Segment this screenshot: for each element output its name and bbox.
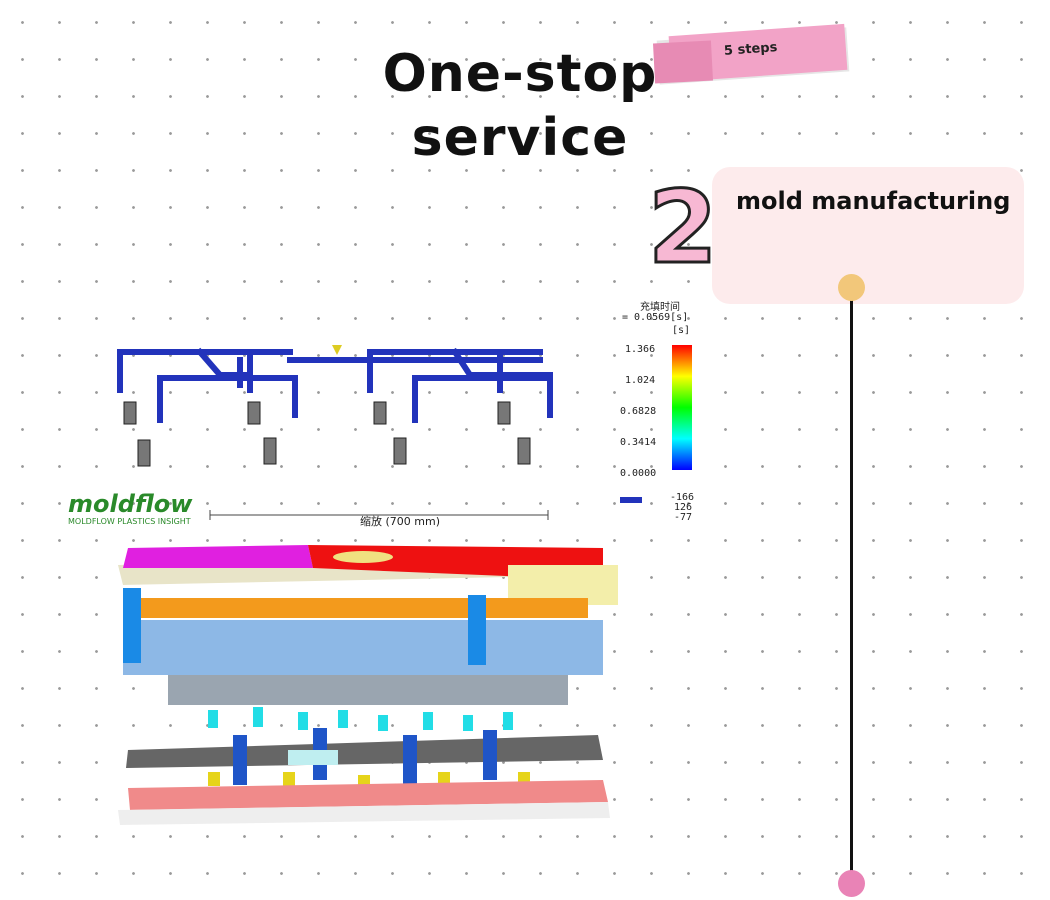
legend-color-scale [672, 345, 692, 470]
ejector-plate [128, 780, 608, 810]
cavity-plate [123, 620, 603, 675]
timeline-dot-bottom [838, 870, 865, 897]
ejector-pins [208, 707, 513, 731]
cooling-insert [288, 750, 338, 765]
legend-tick: 0.6828 [620, 406, 656, 417]
legend-tick: 1.366 [625, 344, 655, 355]
legend-tick: 0.3414 [620, 437, 656, 448]
legend-unit: [s] [672, 325, 690, 336]
bottom-clamp-plate [118, 802, 610, 825]
sprue-bushing [333, 551, 393, 563]
title-line-2: service [411, 108, 629, 168]
legend-title: 充填时间 [640, 300, 680, 313]
fill-time-legend: 充填时间 = 0.0569[s] [s] 1.366 1.024 0.6828 … [620, 300, 694, 523]
tape-end [652, 40, 714, 84]
moldflow-logo: moldflow MOLDFLOW PLASTICS INSIGHT [68, 490, 193, 526]
legend-tick: 1.024 [625, 375, 655, 386]
part-cavities [123, 401, 531, 467]
moldflow-logo-subtitle: MOLDFLOW PLASTICS INSIGHT [68, 517, 191, 526]
moldflow-logo-text: moldflow [68, 490, 193, 518]
page-title: One-stop service [370, 42, 670, 170]
title-line-1: One-stop [382, 44, 658, 104]
timeline-dot-top [838, 274, 865, 301]
guide-block-left [123, 588, 141, 663]
legend-value: = 0.0569[s] [622, 312, 688, 323]
core-plate [126, 735, 603, 768]
step-number: 2 [647, 169, 720, 286]
runner-plate [138, 598, 588, 618]
scale-bar [209, 510, 549, 520]
step-title: mold manufacturing [736, 187, 1011, 215]
coord-x: -166 [670, 492, 694, 503]
guide-block-right [468, 595, 486, 665]
sprue-marker [332, 345, 342, 355]
top-plate-magenta [123, 545, 313, 568]
step-card: mold manufacturing [712, 167, 1024, 304]
legend-tick: 0.0000 [620, 468, 656, 479]
timeline-line [850, 288, 853, 884]
moldflow-simulation-image: moldflow MOLDFLOW PLASTICS INSIGHT 缩放 (7… [68, 300, 694, 528]
runner-system [117, 347, 553, 423]
scale-label: 缩放 (700 mm) [360, 514, 440, 528]
mold-assembly-image [118, 545, 618, 825]
coord-y: 126 [674, 502, 692, 513]
axis-triad-icon [620, 497, 642, 503]
cavity-inserts [168, 675, 568, 705]
core-pillars [233, 728, 497, 790]
coord-z: -77 [674, 512, 692, 523]
steps-tape: 5 steps [652, 23, 850, 85]
